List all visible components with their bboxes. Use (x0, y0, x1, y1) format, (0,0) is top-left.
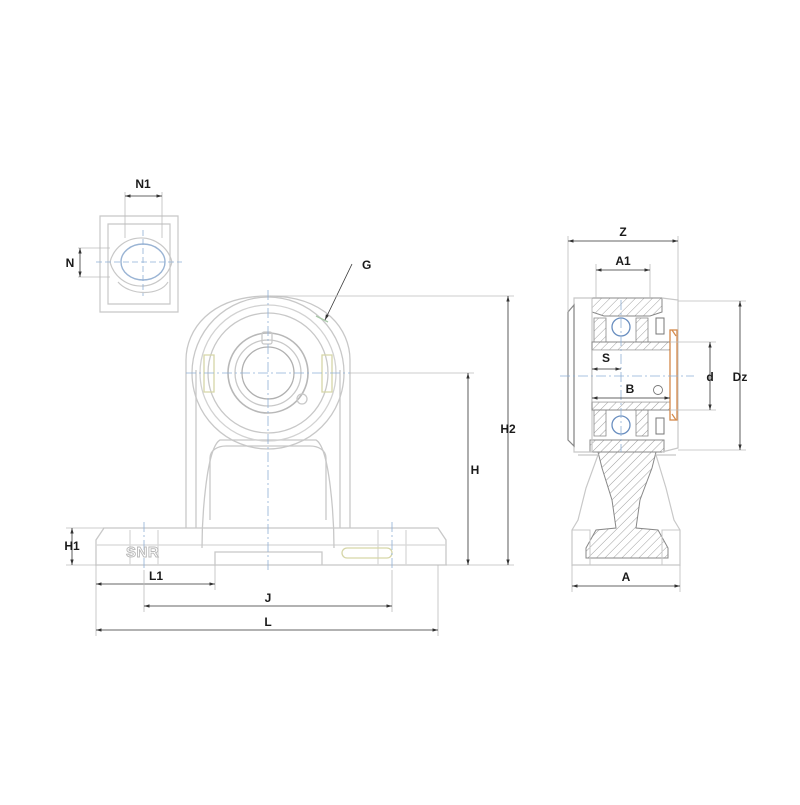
dim-z (567, 236, 679, 312)
label-l1: L1 (149, 569, 163, 583)
dim-dz (678, 300, 746, 451)
dim-h2 (270, 295, 514, 566)
dim-a (571, 565, 681, 592)
label-n: N (66, 256, 75, 270)
label-h2: H2 (500, 422, 516, 436)
dim-d (670, 341, 716, 411)
dim-l1 (95, 565, 216, 590)
label-a: A (622, 570, 631, 584)
dim-h (350, 372, 474, 565)
dim-h1 (66, 527, 104, 566)
leader-g (324, 263, 353, 321)
dim-a1 (595, 264, 651, 298)
label-h: H (471, 463, 480, 477)
label-l: L (264, 615, 271, 629)
label-n1: N1 (135, 177, 151, 191)
pillow-block-front-view (95, 295, 447, 566)
brand-logo: SNR (126, 544, 159, 561)
label-g: G (362, 258, 371, 272)
label-j: J (265, 591, 272, 605)
label-dz: Dz (733, 370, 748, 384)
label-a1: A1 (615, 254, 631, 268)
side-view-centerlines (560, 300, 694, 452)
front-view-centerlines (143, 290, 393, 570)
label-b: B (626, 382, 635, 396)
label-s: S (602, 351, 610, 365)
dim-j (143, 570, 393, 612)
pillow-block-side-section (567, 297, 681, 566)
dim-n1 (124, 192, 163, 238)
label-h1: H1 (64, 539, 80, 553)
label-z: Z (619, 225, 626, 239)
slot-detail-view (96, 215, 182, 313)
dim-n (78, 247, 110, 278)
dim-l (95, 565, 439, 636)
label-d: d (706, 370, 713, 384)
